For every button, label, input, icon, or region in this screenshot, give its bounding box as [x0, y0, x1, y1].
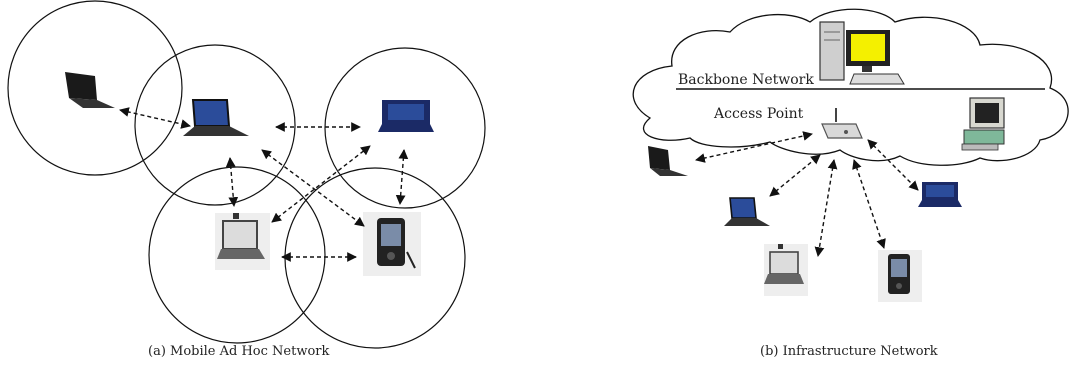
adhoc-link [119, 107, 191, 129]
infrastructure-network: Backbone Network Access Point [632, 8, 1069, 302]
laptop-icon [378, 100, 434, 132]
range-circle-1 [7, 0, 183, 176]
caption-infrastructure: (b) Infrastructure Network [760, 344, 938, 359]
access-point-label: Access Point [713, 106, 804, 122]
adhoc-link [271, 145, 371, 223]
pda-icon [878, 250, 922, 302]
backbone-label: Backbone Network [678, 72, 814, 88]
adhoc-link [395, 149, 409, 205]
laptop-icon [764, 244, 808, 296]
laptop-icon [183, 99, 249, 136]
adhoc-network [7, 0, 486, 349]
adhoc-link [261, 149, 365, 227]
desktop-pc-icon [961, 97, 1005, 151]
caption-adhoc: (a) Mobile Ad Hoc Network [148, 344, 330, 359]
wireless-link [814, 159, 838, 257]
laptop-icon [918, 182, 962, 207]
access-point-icon [821, 108, 863, 139]
desktop-computer-icon [819, 21, 905, 85]
wireless-link [695, 131, 813, 163]
laptop-icon [65, 72, 115, 108]
wireless-link [852, 159, 886, 249]
adhoc-link [225, 157, 239, 207]
wireless-link [867, 139, 919, 191]
pda-icon [363, 212, 421, 276]
wireless-link [769, 154, 821, 197]
laptop-icon [724, 197, 770, 226]
laptop-icon [215, 213, 270, 270]
laptop-icon [648, 146, 688, 176]
